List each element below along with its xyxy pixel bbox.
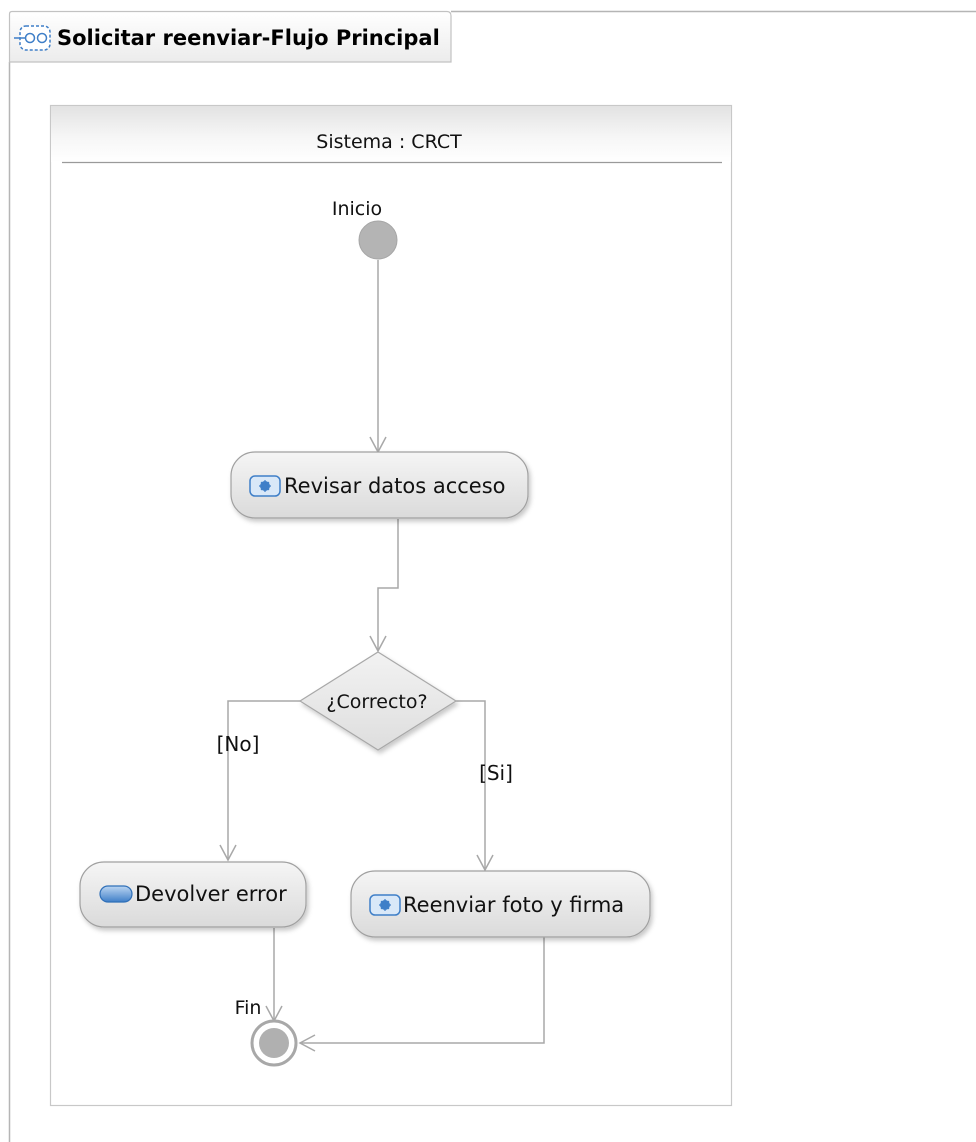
partition[interactable]: Sistema : CRCT	[49, 104, 733, 1107]
call-behavior-action-icon	[369, 894, 401, 916]
partition-header	[51, 106, 731, 162]
action-label: Revisar datos acceso	[284, 474, 506, 498]
activity-diagram-icon	[14, 25, 51, 51]
call-behavior-action-icon	[249, 475, 281, 497]
flow-decision-no[interactable]	[219, 700, 300, 862]
decision-node[interactable]: ¿Correcto?	[298, 651, 458, 751]
opaque-action-icon	[99, 885, 133, 903]
flow-reenviar-to-fin[interactable]	[298, 937, 545, 1052]
decision-label: ¿Correcto?	[326, 691, 427, 713]
action-label: Reenviar foto y firma	[403, 893, 624, 917]
diagram-title: Solicitar reenviar-Flujo Principal	[57, 26, 440, 50]
guard-si: [Si]	[479, 761, 513, 785]
diagram-frame	[8, 10, 976, 1142]
flow-decision-si[interactable]	[456, 700, 494, 872]
action-devolver-error[interactable]: Devolver error	[79, 861, 307, 928]
initial-node[interactable]: Inicio	[332, 198, 398, 260]
action-reenviar-foto-y-firma[interactable]: Reenviar foto y firma	[350, 870, 651, 938]
guard-no: [No]	[217, 732, 260, 756]
initial-node-label: Inicio	[332, 198, 382, 220]
final-node[interactable]: Fin	[235, 997, 298, 1067]
diagram-title-tab[interactable]: Solicitar reenviar-Flujo Principal	[8, 10, 452, 63]
flow-revisar-to-decision[interactable]	[369, 519, 399, 653]
final-node-label: Fin	[235, 997, 262, 1019]
action-label: Devolver error	[135, 882, 287, 906]
partition-title: Sistema : CRCT	[316, 131, 462, 153]
action-revisar-datos-acceso[interactable]: Revisar datos acceso	[230, 451, 529, 519]
